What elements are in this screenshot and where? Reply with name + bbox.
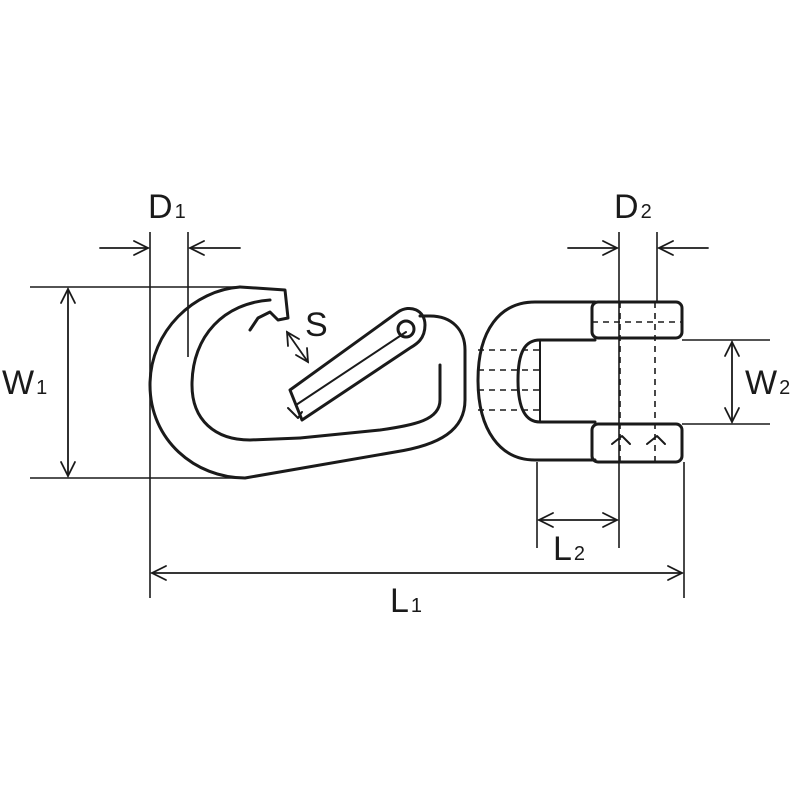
d2-arrows (567, 240, 709, 256)
lower-boss-mark-left (611, 435, 631, 445)
lower-pin-boss (590, 422, 684, 464)
keeper-latch (287, 407, 303, 419)
keeper-body (288, 307, 427, 422)
keeper-edge (295, 331, 407, 406)
hook-inner-contour (190, 298, 302, 442)
swivel-inner (516, 338, 597, 424)
d1-arrows (99, 240, 241, 256)
dimension-arrows (60, 240, 740, 581)
l2-arrow (536, 512, 620, 528)
lower-boss-mark-right (646, 435, 666, 445)
label-s: S (305, 306, 328, 344)
swivel-eye (476, 300, 684, 464)
upper-pin-boss (590, 300, 684, 340)
hook-nose-inner (298, 363, 442, 440)
extension-lines (30, 232, 770, 598)
hook-tip (238, 285, 290, 332)
s-arrow (285, 330, 310, 364)
w2-arrow (724, 339, 740, 425)
w1-arrow (60, 286, 76, 479)
l1-arrow (149, 565, 685, 581)
keeper-pivot-pin (396, 319, 416, 339)
swivel-outer (476, 300, 597, 462)
keeper-gate (287, 307, 427, 422)
